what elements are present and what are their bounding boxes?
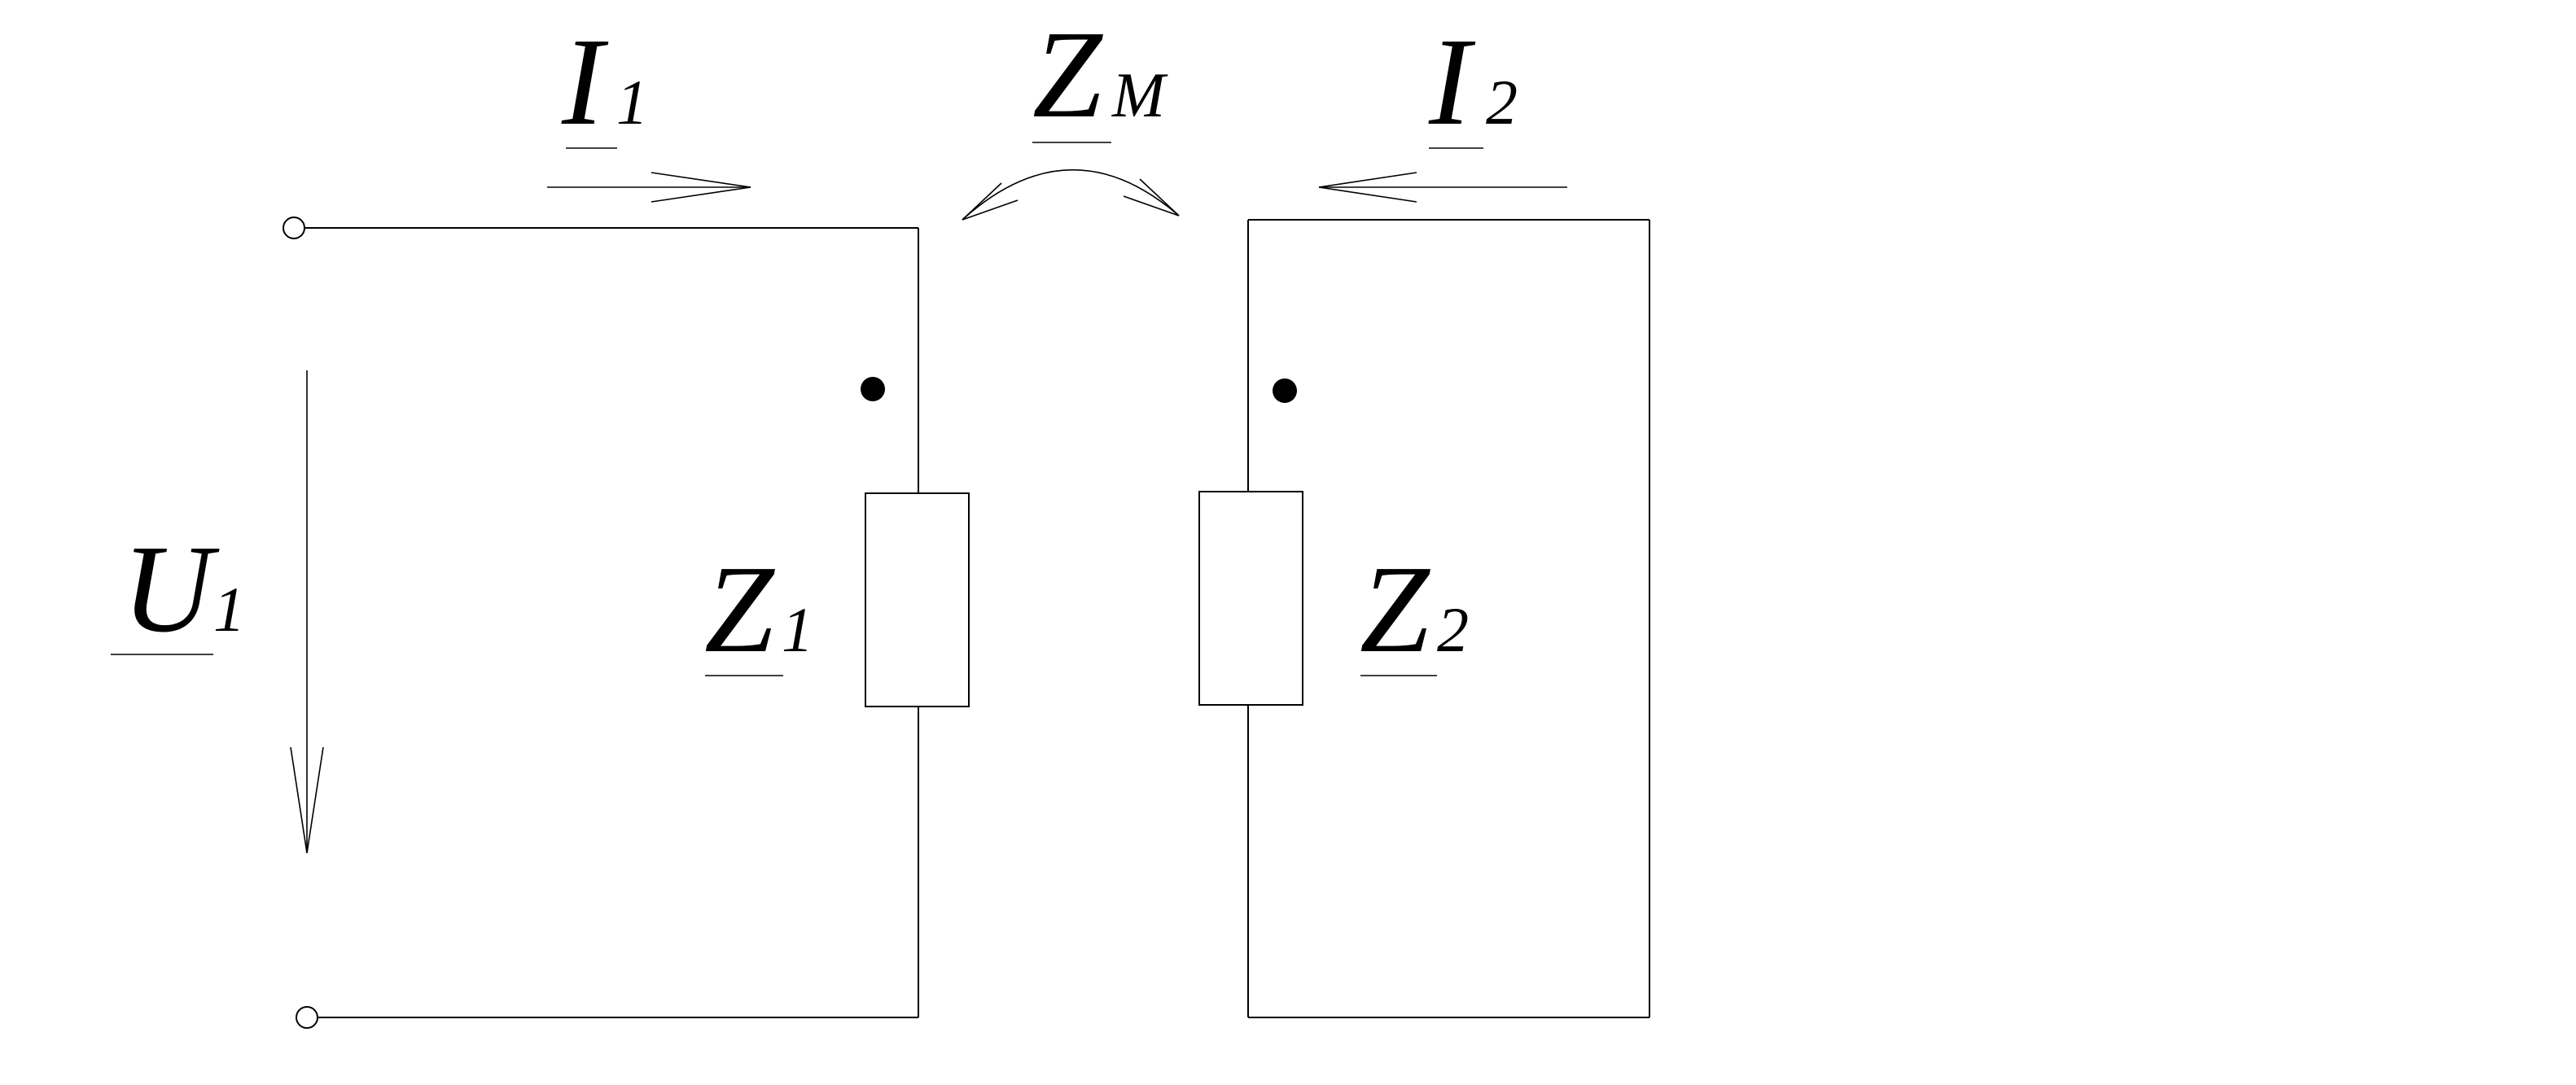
- current-i1-arrow: [547, 172, 751, 203]
- primary-polarity-dot: [861, 377, 885, 401]
- label-u1-sub: 1: [213, 574, 245, 645]
- mutual-coupling-arrow: [962, 168, 1180, 221]
- label-u1: U 1: [111, 520, 245, 658]
- label-zm: Z M: [1032, 6, 1168, 144]
- label-zm-sub: M: [1111, 59, 1168, 130]
- secondary-polarity-dot: [1273, 378, 1297, 403]
- label-z1-main: Z: [704, 540, 775, 679]
- label-z2-main: Z: [1360, 540, 1430, 679]
- impedance-z2-box: [1198, 491, 1303, 706]
- secondary-circuit: [1198, 219, 1650, 1018]
- label-z1: Z 1: [704, 540, 813, 679]
- impedance-z1-box: [865, 492, 970, 707]
- label-i1-sub: 1: [616, 67, 648, 138]
- label-i1-main: I: [561, 13, 609, 151]
- input-terminal-bottom: [296, 1006, 318, 1029]
- label-i2: I 2: [1428, 13, 1518, 151]
- label-i2-main: I: [1428, 13, 1476, 151]
- label-i2-sub: 2: [1486, 67, 1518, 138]
- label-u1-main: U: [122, 520, 220, 658]
- label-zm-main: Z: [1032, 6, 1103, 144]
- primary-circuit: [283, 217, 970, 1029]
- current-i2-arrow: [1318, 172, 1567, 203]
- voltage-u1-arrow: [290, 370, 324, 854]
- label-z1-sub: 1: [782, 594, 813, 665]
- label-z2: Z 2: [1360, 540, 1469, 679]
- input-terminal-top: [283, 217, 305, 239]
- label-i1: I 1: [561, 13, 648, 151]
- label-z2-sub: 2: [1437, 594, 1469, 665]
